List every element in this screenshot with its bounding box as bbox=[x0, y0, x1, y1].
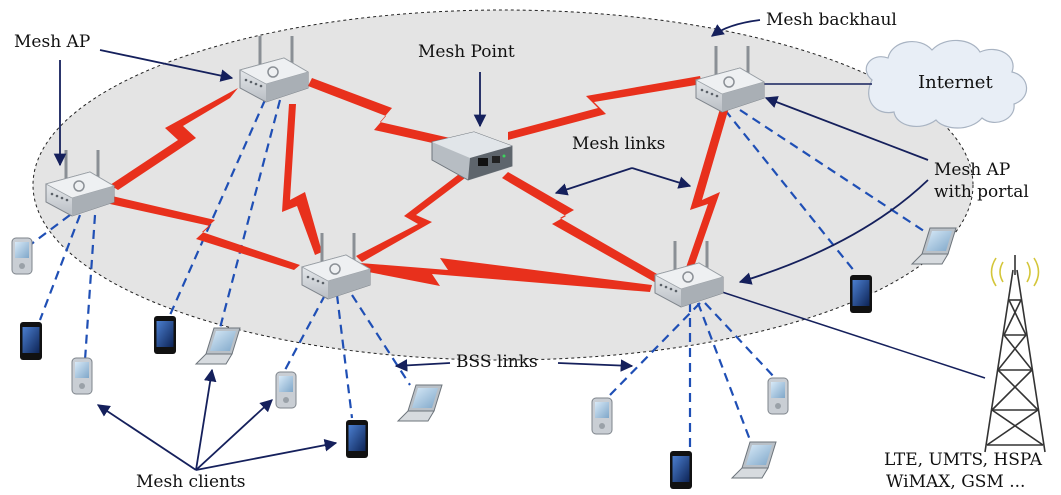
tower-icon bbox=[984, 255, 1046, 453]
annotation-arrows bbox=[53, 19, 929, 471]
label-mesh-ap-portal-line2: with portal bbox=[934, 182, 1029, 202]
pda-icon bbox=[591, 397, 613, 435]
phone-icon bbox=[850, 275, 872, 313]
phone-icon bbox=[670, 451, 692, 489]
label-mesh-backhaul: Mesh backhaul bbox=[766, 10, 897, 30]
label-cellular-line2: WiMAX, GSM ... bbox=[886, 472, 1026, 492]
label-bss-links: BSS links bbox=[456, 352, 538, 372]
laptop-icon bbox=[731, 441, 777, 479]
phone-icon bbox=[20, 322, 42, 360]
mesh-point-icon bbox=[431, 131, 513, 181]
phone-icon bbox=[154, 316, 176, 354]
label-mesh-links: Mesh links bbox=[572, 134, 666, 154]
cellular-link bbox=[721, 291, 986, 379]
label-cellular-line1: LTE, UMTS, HSPA bbox=[884, 450, 1043, 470]
mesh-links bbox=[110, 76, 730, 292]
pda-icon bbox=[11, 237, 33, 275]
label-mesh-ap-portal-line1: Mesh AP bbox=[934, 160, 1011, 180]
cloud-icon bbox=[865, 39, 1028, 129]
pda-icon bbox=[71, 357, 93, 395]
label-mesh-point: Mesh Point bbox=[418, 42, 515, 62]
label-mesh-clients: Mesh clients bbox=[136, 472, 246, 492]
pda-icon bbox=[275, 371, 297, 409]
label-internet: Internet bbox=[918, 72, 993, 93]
bss-links bbox=[29, 99, 931, 448]
pda-icon bbox=[767, 377, 789, 415]
phone-icon bbox=[346, 420, 368, 458]
label-mesh-ap: Mesh AP bbox=[14, 32, 91, 52]
laptop-icon bbox=[195, 327, 241, 365]
laptop-icon bbox=[397, 384, 443, 422]
